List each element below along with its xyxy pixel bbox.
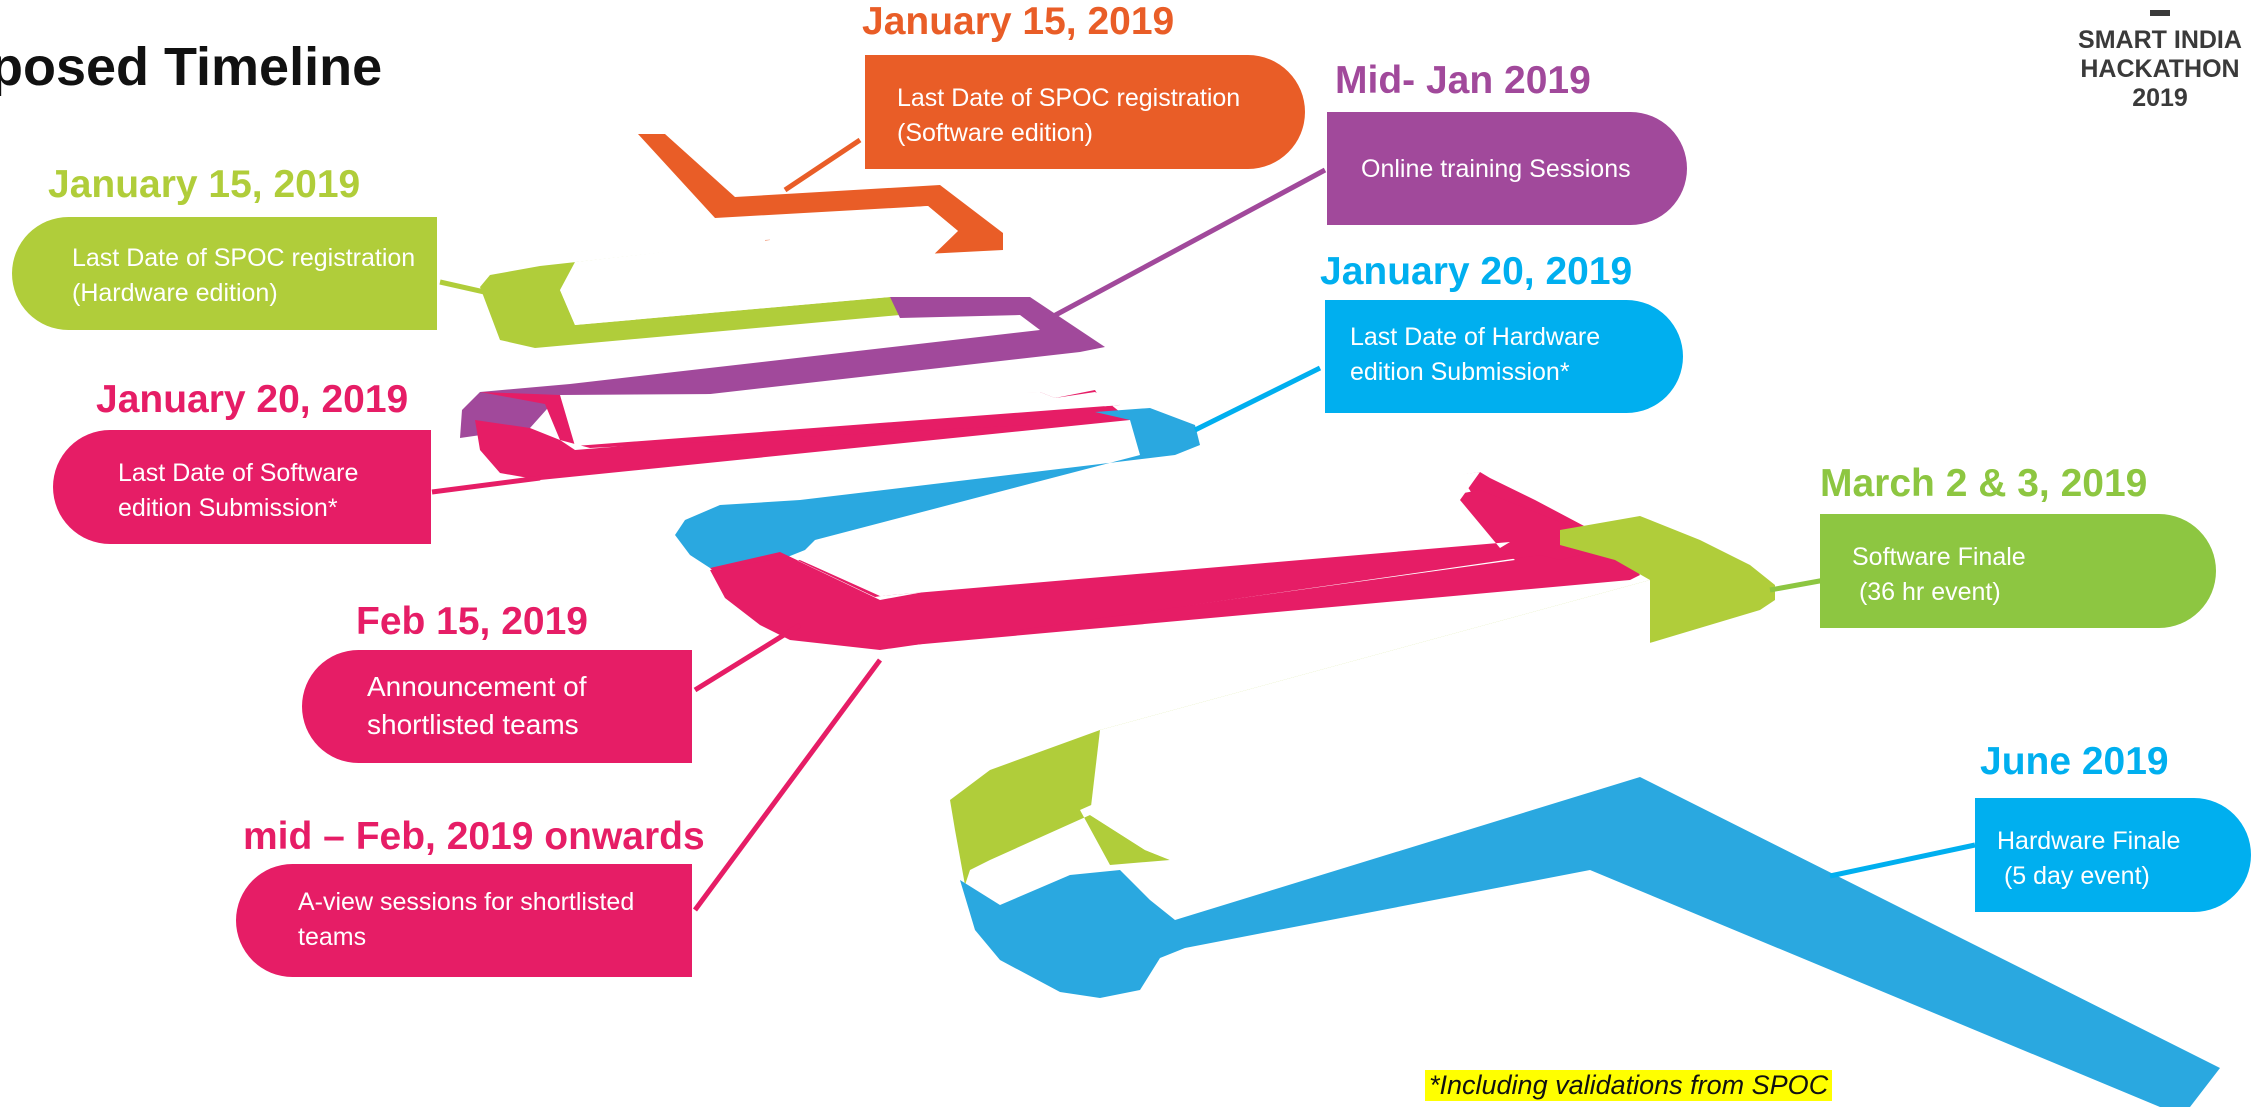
milestone-box: Last Date of SPOC registration (Software… [865,55,1305,169]
road-gap [560,392,1120,446]
milestone-text: Last Date of Hardware [1350,323,1601,351]
milestone-box: A-view sessions for shortlisted teams [236,864,692,977]
milestone-box: Online training Sessions [1327,112,1687,225]
connector-line [439,279,521,303]
milestone-text: shortlisted teams [367,709,579,740]
connector-line [783,137,862,193]
connector-line [431,475,541,495]
milestone-text: Hardware Finale [1997,827,2181,855]
road-gap [560,206,958,325]
connector-line [1048,167,1327,321]
milestone-text: Last Date of SPOC registration [897,84,1241,112]
road-segment-blue-lower [960,777,2220,1107]
milestone-text: (5 day event) [1997,862,2150,890]
milestone-text: teams [298,923,367,951]
connector-line [692,658,883,912]
milestone-date: Feb 15, 2019 [356,600,588,643]
connector-line [1829,842,1976,879]
milestone-date: Mid- Jan 2019 [1335,59,1591,102]
logo-line-1: SMART INDIA [2078,26,2242,54]
logo-icon: ▬ [2150,0,2170,21]
road-gap [1090,580,1650,860]
connector-line [1769,577,1826,593]
milestone-box: Last Date of Hardware edition Submission… [1325,300,1683,413]
milestone-text: Software Finale [1852,543,2026,571]
milestone-text: Announcement of [367,671,587,702]
milestone-date: June 2019 [1980,740,2169,783]
road-segment-orange [638,134,1003,262]
milestone-text: (Hardware edition) [72,279,278,307]
milestone-box: Announcement of shortlisted teams [302,650,692,763]
logo-line-3: 2019 [2132,84,2188,112]
connector-line [693,622,802,693]
logo-line-2: HACKATHON [2080,55,2240,83]
footnote: *Including validations from SPOC [1425,1070,1833,1101]
milestone-date: January 15, 2019 [862,0,1175,43]
milestone-text: Online training Sessions [1361,155,1631,183]
road-segment-blue-upper [675,408,1200,568]
milestone-date: January 20, 2019 [1320,250,1633,293]
milestone-date: March 2 & 3, 2019 [1820,462,2148,505]
milestone-text: edition Submission* [118,494,338,522]
hackathon-logo: ▬ SMART INDIA HACKATHON 2019 [2060,0,2260,113]
milestone-text: (36 hr event) [1852,578,2001,606]
milestone-box: Last Date of Software edition Submission… [53,430,431,544]
milestone-box: Last Date of SPOC registration (Hardware… [12,217,437,330]
milestone-text: A-view sessions for shortlisted [298,888,635,916]
milestone-text: edition Submission* [1350,358,1570,386]
milestone-text: Last Date of Software [118,459,359,487]
connector-line [1193,365,1322,433]
milestone-date: January 20, 2019 [96,378,409,421]
milestone-date: January 15, 2019 [48,163,361,206]
milestone-date: mid – Feb, 2019 onwards [243,815,705,858]
road-gap [800,472,1510,596]
page-title: posed Timeline [0,37,383,97]
milestone-box: Hardware Finale (5 day event) [1975,798,2251,912]
milestone-box: Software Finale (36 hr event) [1820,514,2216,628]
milestone-text: Last Date of SPOC registration [72,244,416,272]
milestone-text: (Software edition) [897,119,1093,147]
